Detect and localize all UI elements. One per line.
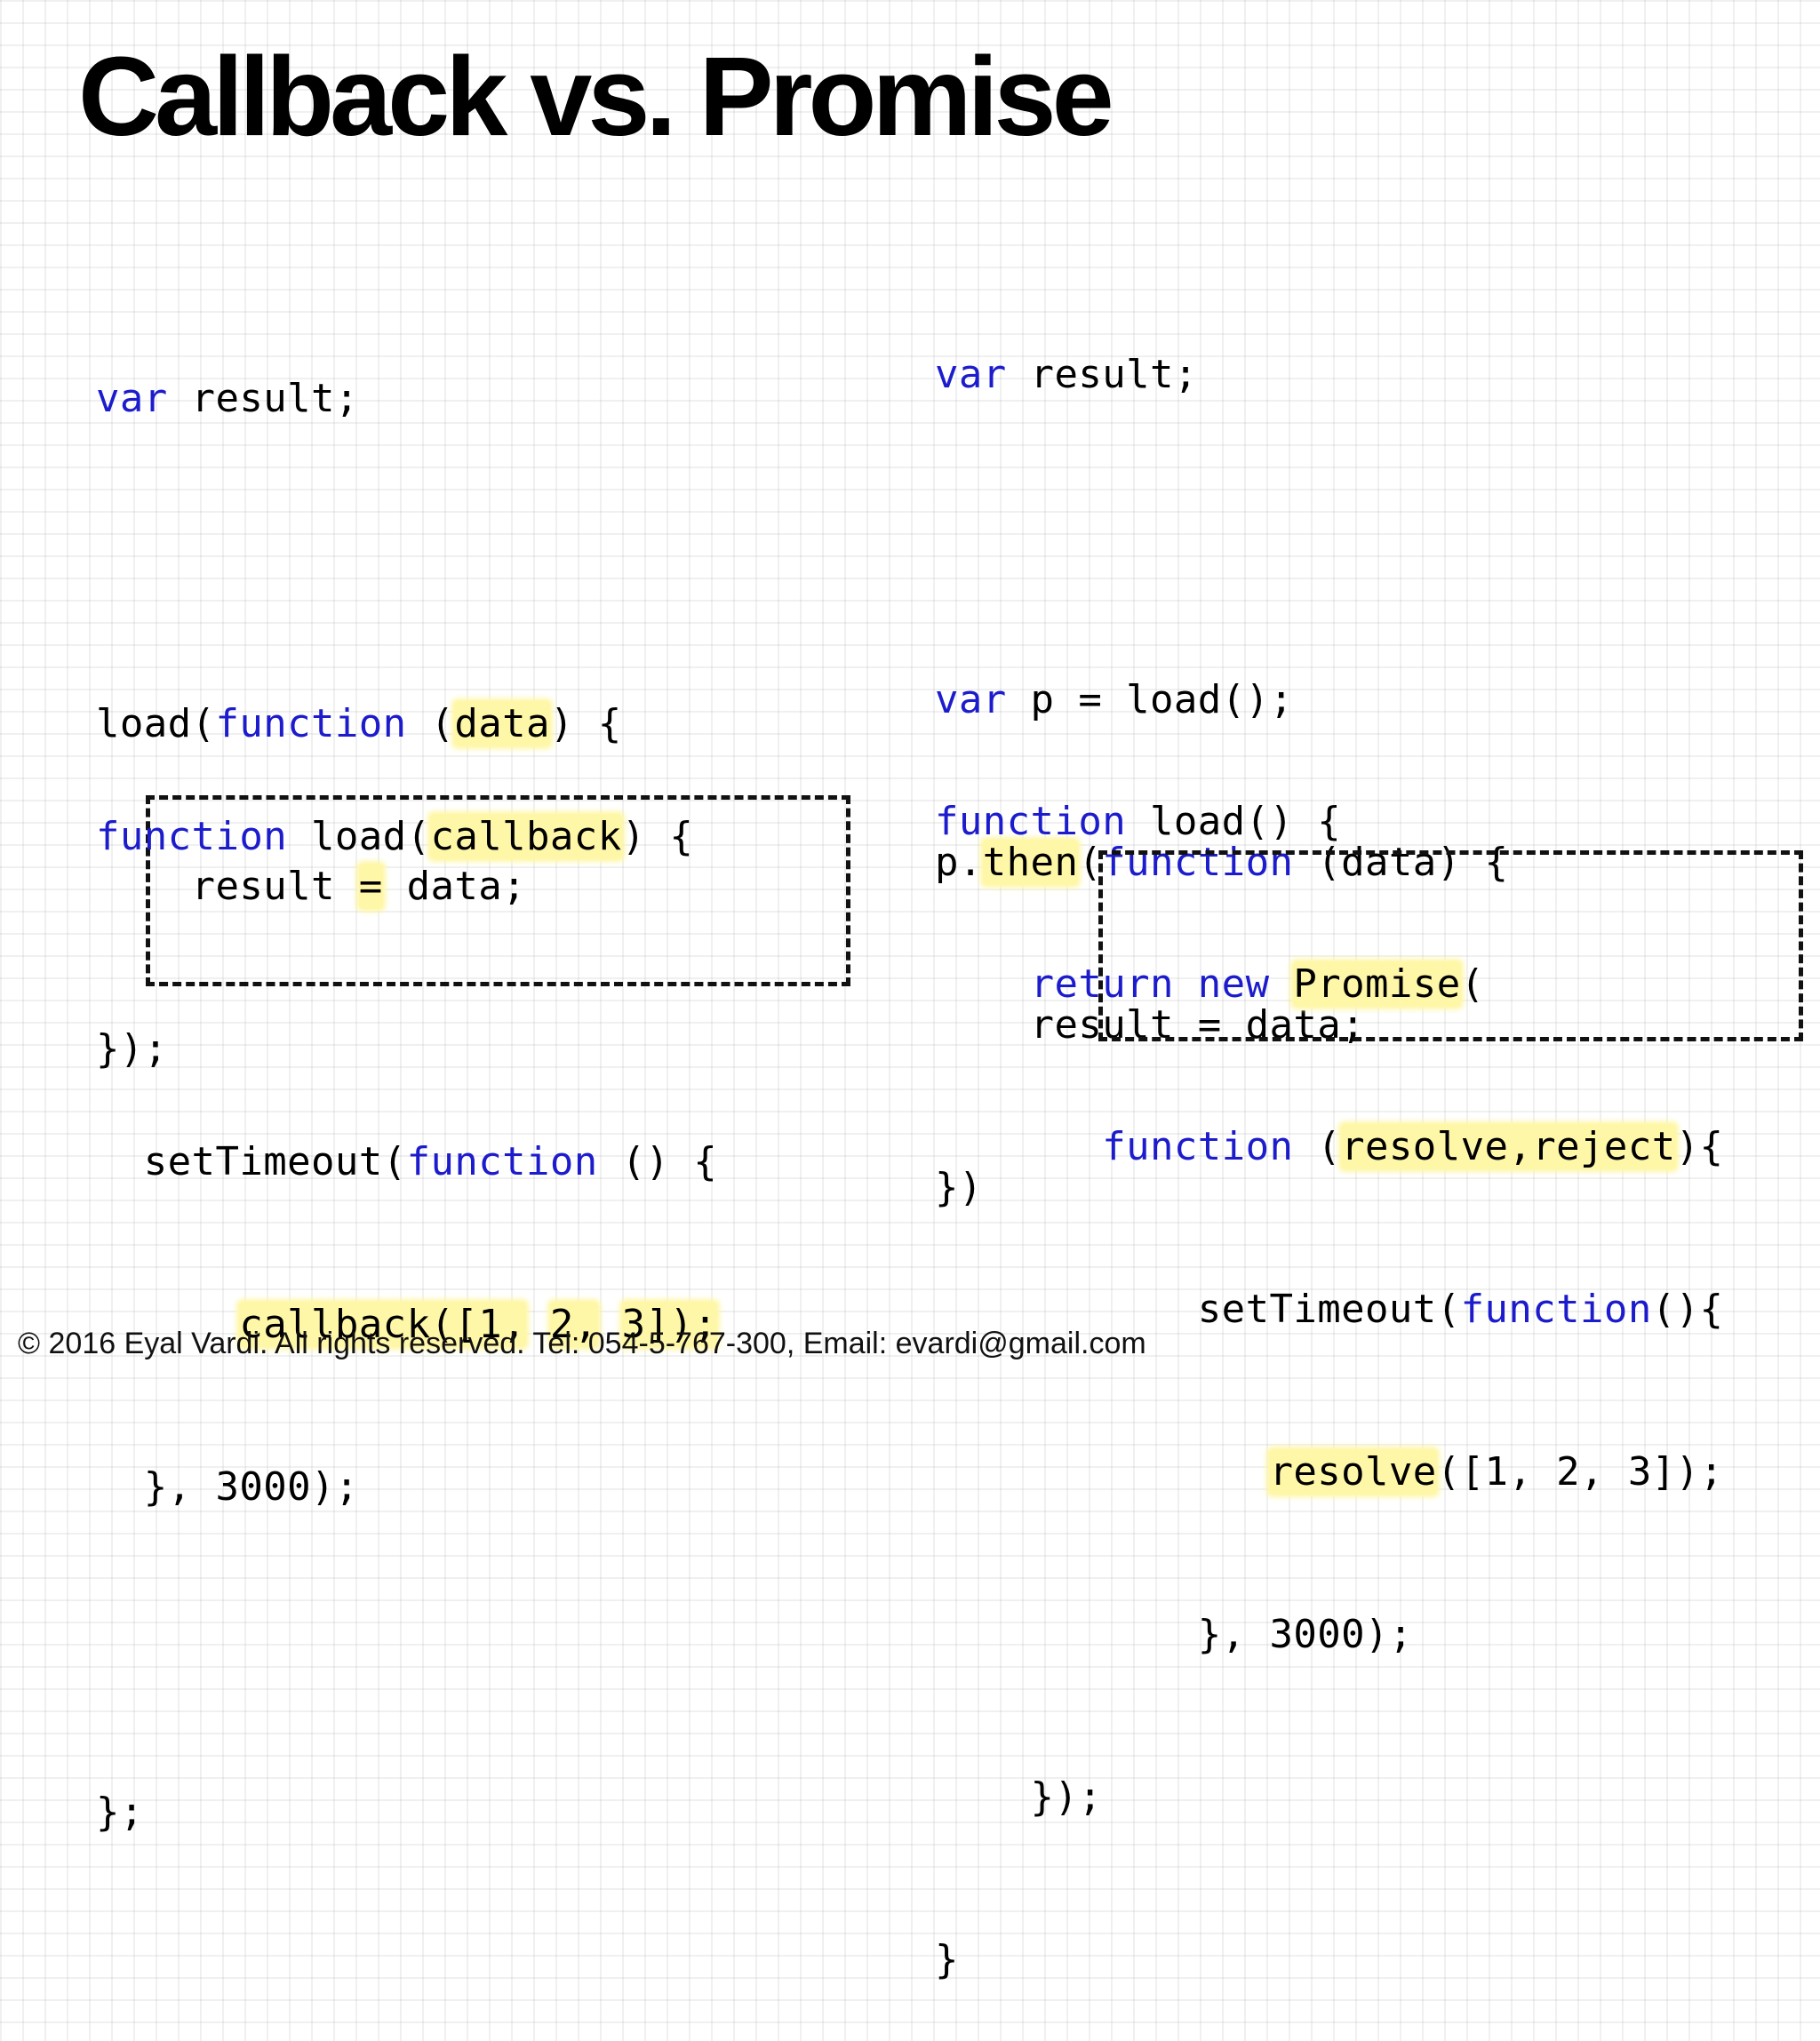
promise-settimeout-box [1098,850,1803,1041]
code-line-blank [96,972,717,1026]
code-line-blank [96,1622,717,1677]
code-line: }) [935,1165,983,1210]
code-line: load(function (data) { [96,701,622,746]
code-line: setTimeout(function () { [96,1139,718,1184]
callback-usage-code: var result; load(function (data) { resul… [96,263,622,1130]
code-line: callback([1, 2, 3]); [239,1302,718,1347]
code-line: var result; [935,352,1198,397]
code-line: }); [96,1026,168,1072]
code-line: result = data; [96,864,527,909]
code-line: resolve([1, 2, 3]); [1269,1449,1724,1495]
callback-settimeout-box [146,795,850,986]
code-line-blank [96,534,622,588]
promise-definition-code: function load() { return new Promise( fu… [935,686,1723,2041]
code-line: }, 3000); [96,1464,359,1510]
code-line: return new Promise( [1030,961,1485,1007]
code-line-blank [935,510,1508,564]
code-line: var p = load(); [935,677,1294,722]
code-line: }; [96,1790,144,1835]
code-line: setTimeout(function(){ [935,1287,1724,1332]
code-line: } [935,1937,959,1982]
code-line: var result; [96,376,359,421]
code-line: function load() { [935,799,1342,844]
slide-title: Callback vs. Promise [78,34,1114,159]
callback-definition-code: function load(callback) { setTimeout(fun… [96,701,718,1894]
code-line: function (resolve,reject){ [1102,1124,1724,1169]
copyright-footer: © 2016 Eyal Vardi. All rights reserved. … [18,1327,1146,1360]
code-line: function load(callback) { [96,814,694,859]
code-line: p.then(function (data) { [935,840,1509,885]
code-line: }); [935,1774,1103,1820]
code-line: }, 3000); [935,1612,1413,1657]
